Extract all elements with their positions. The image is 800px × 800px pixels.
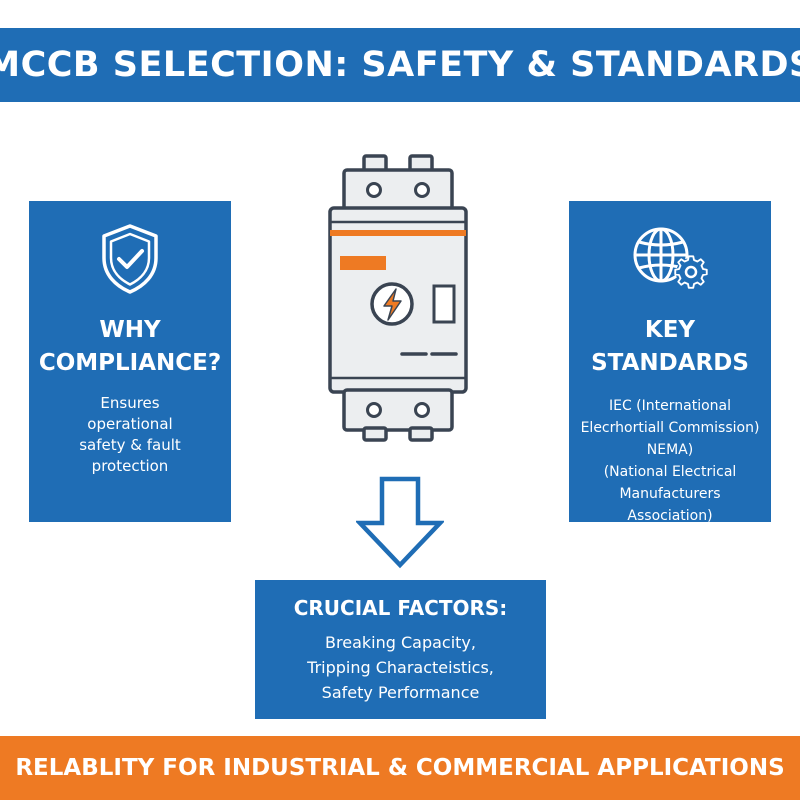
- heading-line: COMPLIANCE?: [38, 350, 222, 376]
- key-standards-heading: KEY STANDARDS: [569, 314, 771, 380]
- shield-check-icon: [29, 223, 231, 295]
- body-line: NEMA): [646, 442, 694, 458]
- body-line: Ensures: [100, 394, 160, 412]
- body-line: safety & fault: [79, 436, 181, 454]
- body-line: Elecrhortiall Commission): [580, 420, 760, 436]
- circuit-breaker-icon: [322, 152, 472, 446]
- body-line: Safety Performance: [321, 683, 480, 702]
- body-line: operational: [87, 415, 173, 433]
- key-standards-text: IEC (International Elecrhortiall Commiss…: [575, 395, 765, 527]
- crucial-factors-text: Breaking Capacity, Tripping Characteisti…: [261, 630, 540, 705]
- body-line: IEC (International: [608, 398, 731, 414]
- why-compliance-heading: WHY COMPLIANCE?: [29, 314, 231, 380]
- body-line: Breaking Capacity,: [325, 633, 476, 652]
- body-line: protection: [91, 457, 169, 475]
- why-compliance-panel: WHY COMPLIANCE? Ensures operational safe…: [29, 201, 231, 522]
- body-line: (National Electrical: [603, 464, 737, 480]
- down-arrow-icon: [354, 475, 446, 573]
- globe-gear-icon: [569, 221, 771, 295]
- heading-line: STANDARDS: [591, 350, 749, 376]
- crucial-factors-heading: CRUCIAL FACTORS:: [293, 596, 508, 620]
- key-standards-panel: KEY STANDARDS IEC (International Elecrho…: [569, 201, 771, 524]
- body-line: Manufacturers Association): [619, 486, 721, 524]
- footer-text: RELABLITY FOR INDUSTRIAL & COMMERCIAL AP…: [15, 755, 785, 781]
- heading-line: KEY: [644, 317, 696, 343]
- footer-banner: RELABLITY FOR INDUSTRIAL & COMMERCIAL AP…: [0, 736, 800, 800]
- crucial-factors-panel: CRUCIAL FACTORS: Breaking Capacity, Trip…: [255, 580, 546, 719]
- title-banner: MCCB SELECTION: SAFETY & STANDARDS: [0, 28, 800, 102]
- page-title: MCCB SELECTION: SAFETY & STANDARDS: [0, 45, 800, 85]
- heading-line: WHY: [99, 317, 161, 343]
- body-line: Tripping Characteistics,: [307, 658, 494, 677]
- why-compliance-text: Ensures operational safety & fault prote…: [47, 393, 213, 477]
